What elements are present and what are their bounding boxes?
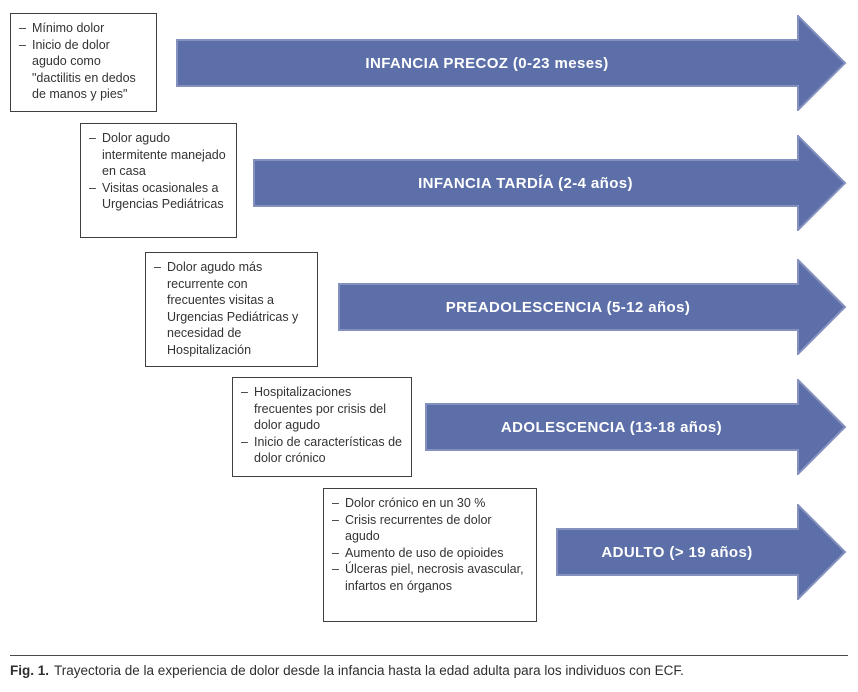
right-arrow-icon (253, 135, 847, 231)
bullet-dash: – (89, 180, 96, 195)
bullet-dash: – (19, 21, 26, 35)
bullet-dash: – (332, 496, 339, 510)
bullet-text: Visitas ocasionales a Urgencias Pediátri… (102, 180, 224, 212)
stage-note-box: – Mínimo dolor – Inicio de dolor agudo c… (10, 13, 157, 112)
stage-arrow: INFANCIA TARDÍA (2-4 años) (253, 135, 848, 231)
bullet-text: Inicio de dolor agudo como "dactilitis e… (32, 37, 136, 102)
right-arrow-icon (556, 504, 847, 600)
bullet-item: – Dolor crónico en un 30 % (332, 495, 528, 512)
right-arrow-icon (176, 15, 847, 111)
bullet-item: – Aumento de uso de opioides (332, 545, 528, 562)
bullet-dash: – (19, 37, 26, 52)
bullet-dash: – (332, 545, 339, 560)
bullet-item: – Visitas ocasionales a Urgencias Pediát… (89, 180, 228, 213)
right-arrow-icon (425, 379, 847, 475)
bullet-dash: – (332, 562, 339, 576)
bullet-item: – Inicio de características de dolor cró… (241, 434, 403, 467)
bullet-dash: – (154, 260, 161, 274)
figure-caption-prefix: Fig. 1. (10, 663, 50, 678)
bullet-item: – Crisis recurrentes de dolor agudo (332, 512, 528, 545)
bullet-item: – Úlceras piel, necrosis avascular, infa… (332, 561, 528, 594)
bullet-dash: – (241, 434, 248, 449)
stage-arrow-label: INFANCIA PRECOZ (0-23 meses) (365, 54, 609, 72)
right-arrow-icon (338, 259, 847, 355)
stage-arrow-label: ADULTO (> 19 años) (601, 543, 753, 561)
bullet-text: Dolor agudo más recurrente con frecuente… (167, 260, 299, 357)
bullet-dash: – (241, 385, 248, 399)
bullet-text: Dolor agudo intermitente manejado en cas… (102, 131, 226, 178)
bullet-text: Úlceras piel, necrosis avascular, infart… (345, 562, 524, 593)
bullet-text: Inicio de características de dolor cróni… (254, 434, 402, 466)
bullet-item: – Hospitalizaciones frecuentes por crisi… (241, 384, 403, 434)
figure-caption: Fig. 1. Trayectoria de la experiencia de … (10, 662, 850, 680)
stage-arrow-label: INFANCIA TARDÍA (2-4 años) (418, 174, 633, 192)
stage-note-box: – Dolor agudo más recurrente con frecuen… (145, 252, 318, 367)
stage-note-box: – Hospitalizaciones frecuentes por crisi… (232, 377, 412, 477)
bullet-dash: – (89, 131, 96, 145)
stage-arrow: ADOLESCENCIA (13-18 años) (425, 379, 848, 475)
stage-note-box: – Dolor crónico en un 30 % – Crisis recu… (323, 488, 537, 622)
bullet-item: – Dolor agudo intermitente manejado en c… (89, 130, 228, 180)
bullet-text: Dolor crónico en un 30 % (345, 496, 486, 510)
stage-arrow: PREADOLESCENCIA (5-12 años) (338, 259, 848, 355)
bullet-text: Mínimo dolor (32, 21, 105, 35)
bullet-item: – Dolor agudo más recurrente con frecuen… (154, 259, 309, 358)
caption-divider (10, 655, 848, 656)
stage-arrow: INFANCIA PRECOZ (0-23 meses) (176, 15, 848, 111)
bullet-text: Crisis recurrentes de dolor agudo (345, 512, 492, 544)
stage-arrow: ADULTO (> 19 años) (556, 504, 848, 600)
stage-arrow-label: ADOLESCENCIA (13-18 años) (500, 418, 723, 436)
stage-arrow-label: PREADOLESCENCIA (5-12 años) (445, 298, 691, 316)
bullet-text: Aumento de uso de opioides (345, 545, 504, 560)
bullet-text: Hospitalizaciones frecuentes por crisis … (254, 385, 387, 432)
bullet-dash: – (332, 512, 339, 527)
bullet-item: – Inicio de dolor agudo como "dactilitis… (19, 37, 148, 103)
bullet-item: – Mínimo dolor (19, 20, 148, 37)
figure-caption-text: Trayectoria de la experiencia de dolor d… (54, 663, 684, 678)
stage-note-box: – Dolor agudo intermitente manejado en c… (80, 123, 237, 238)
